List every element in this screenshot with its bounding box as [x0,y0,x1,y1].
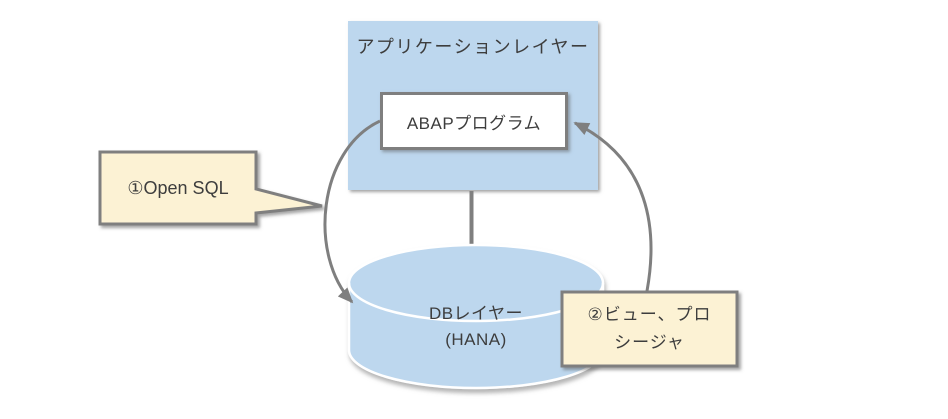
abap-program-label: ABAPプログラム [406,113,542,133]
application-layer-title: アプリケーションレイヤー [356,37,590,57]
view-procedure-arrow-up-icon [573,121,653,292]
abap-program-box: ABAPプログラム [380,92,568,150]
open-sql-arrow-down-icon [323,119,381,304]
view-procedure-callout-box [560,290,739,368]
open-sql-callout-bubble [98,150,323,226]
